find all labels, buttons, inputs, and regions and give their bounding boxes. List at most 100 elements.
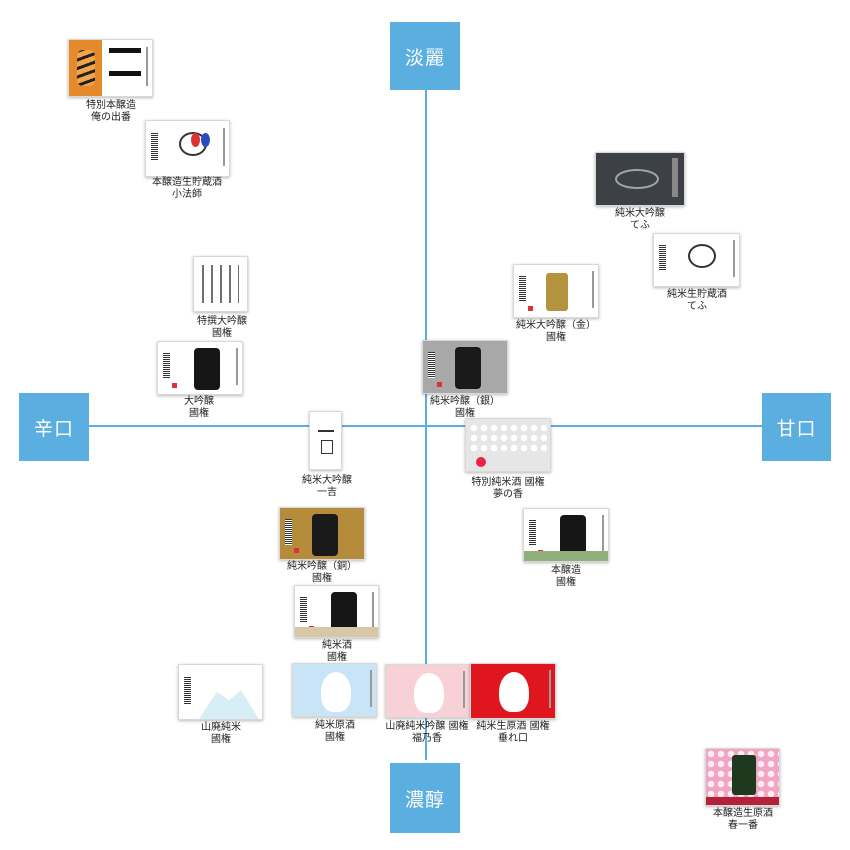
label-decoration <box>312 514 338 556</box>
label-decoration <box>223 127 225 167</box>
product-name: 國権 <box>312 573 332 584</box>
horizontal-axis <box>88 425 768 427</box>
product-label-image[interactable] <box>705 748 780 806</box>
vertical-axis <box>425 90 427 760</box>
label-decoration <box>163 353 170 380</box>
product-name: 俺の出番 <box>91 112 131 123</box>
product-label-image[interactable] <box>385 664 470 718</box>
label-decoration <box>77 50 95 86</box>
product-type: 本醸造生原酒 <box>713 808 773 819</box>
product-type: 純米酒 <box>322 640 352 651</box>
product-caption: 純米吟醸（銅） 國権 <box>287 561 357 585</box>
product-type: 純米生原酒 國権 <box>476 721 550 732</box>
label-decoration <box>524 551 608 561</box>
label-decoration <box>194 348 220 390</box>
product-type: 特別本醸造 <box>86 100 136 111</box>
label-decoration <box>469 422 547 454</box>
label-decoration <box>602 515 604 552</box>
product-caption: 本醸造生貯蔵酒 小法師 <box>152 177 222 201</box>
product-label-image[interactable] <box>653 233 740 287</box>
product-label-image[interactable] <box>309 411 342 470</box>
product-name: 垂れ口 <box>498 733 528 744</box>
product-type: 純米生貯蔵酒 <box>667 289 727 300</box>
product-name: 福乃香 <box>412 733 442 744</box>
product-name: 國権 <box>211 734 231 745</box>
product-caption: 本醸造生原酒 春一番 <box>713 808 773 832</box>
product-label-image[interactable] <box>145 120 230 177</box>
label-decoration <box>318 430 334 432</box>
product-caption: 大吟醸 國権 <box>184 396 214 420</box>
label-decoration <box>560 515 586 557</box>
product-label-image[interactable] <box>294 585 379 638</box>
product-type: 本醸造 <box>551 565 581 576</box>
product-name: 國権 <box>189 408 209 419</box>
product-label-image[interactable] <box>157 341 243 395</box>
label-decoration <box>372 592 374 628</box>
product-caption: 純米生原酒 國権 垂れ口 <box>476 721 549 745</box>
product-type: 純米原酒 <box>315 720 355 731</box>
label-decoration <box>370 670 372 707</box>
product-label-image[interactable] <box>523 508 609 562</box>
product-type: 純米吟醸（銀） <box>430 396 500 407</box>
product-label-image[interactable] <box>470 663 556 719</box>
label-decoration <box>592 271 594 308</box>
label-decoration <box>321 440 333 454</box>
label-decoration <box>546 273 568 311</box>
label-decoration <box>109 48 141 76</box>
label-decoration <box>688 244 716 269</box>
product-name: てふ <box>630 220 650 231</box>
product-type: 山廃純米吟醸 國権 <box>385 721 469 732</box>
label-decoration <box>463 671 465 708</box>
product-type: 純米大吟醸 <box>302 475 352 486</box>
product-name: 國権 <box>556 577 576 588</box>
product-label-image[interactable] <box>68 39 153 97</box>
product-type: 特別純米酒 國権 <box>471 477 545 488</box>
product-caption: 純米酒 國権 <box>322 640 352 664</box>
product-caption: 純米大吟醸 一吉 <box>302 475 352 499</box>
label-decoration <box>672 158 678 198</box>
product-label-image[interactable] <box>178 664 263 720</box>
product-caption: 山廃純米 國権 <box>201 722 241 746</box>
product-type: 特撰大吟醸 <box>197 316 247 327</box>
product-caption: 特別純米酒 國権 夢の香 <box>471 477 544 501</box>
product-type: 山廃純米 <box>201 722 241 733</box>
product-name: 國権 <box>455 408 475 419</box>
label-decoration <box>295 627 378 637</box>
product-caption: 特撰大吟醸 國権 <box>197 316 247 340</box>
product-name: 一吉 <box>317 487 337 498</box>
product-caption: 本醸造 國権 <box>551 565 581 589</box>
product-label-image[interactable] <box>513 264 599 318</box>
product-label-image[interactable] <box>595 152 685 206</box>
label-decoration <box>519 276 526 303</box>
product-caption: 純米吟醸（銀） 國権 <box>430 396 500 420</box>
label-decoration <box>300 597 307 623</box>
product-name: 春一番 <box>728 820 758 831</box>
product-label-image[interactable] <box>292 663 377 717</box>
label-decoration <box>529 520 536 547</box>
label-decoration <box>499 672 529 712</box>
product-name: 夢の香 <box>493 489 523 500</box>
axis-label-sweet[interactable]: 甘口 <box>762 393 831 461</box>
label-decoration <box>549 670 551 709</box>
product-caption: 山廃純米吟醸 國権 福乃香 <box>385 721 468 745</box>
label-decoration <box>151 133 158 161</box>
label-decoration <box>414 673 444 713</box>
label-decoration <box>615 168 660 189</box>
label-decoration <box>455 347 481 389</box>
axis-label-rich[interactable]: 濃醇 <box>390 763 460 833</box>
product-name: 國権 <box>325 732 345 743</box>
label-decoration <box>476 457 486 467</box>
product-label-image[interactable] <box>193 256 248 312</box>
product-caption: 純米原酒 國権 <box>315 720 355 744</box>
axis-label-light[interactable]: 淡麗 <box>390 22 460 90</box>
axis-label-dry[interactable]: 辛口 <box>19 393 89 461</box>
product-type: 純米大吟醸（金） <box>516 320 596 331</box>
label-decoration <box>201 133 210 147</box>
label-decoration <box>191 133 200 147</box>
product-label-image[interactable] <box>465 418 551 472</box>
product-caption: 特別本醸造 俺の出番 <box>86 100 136 124</box>
product-label-image[interactable] <box>422 340 508 394</box>
product-label-image[interactable] <box>279 507 365 560</box>
label-decoration <box>285 519 292 545</box>
product-name: 國権 <box>546 332 566 343</box>
